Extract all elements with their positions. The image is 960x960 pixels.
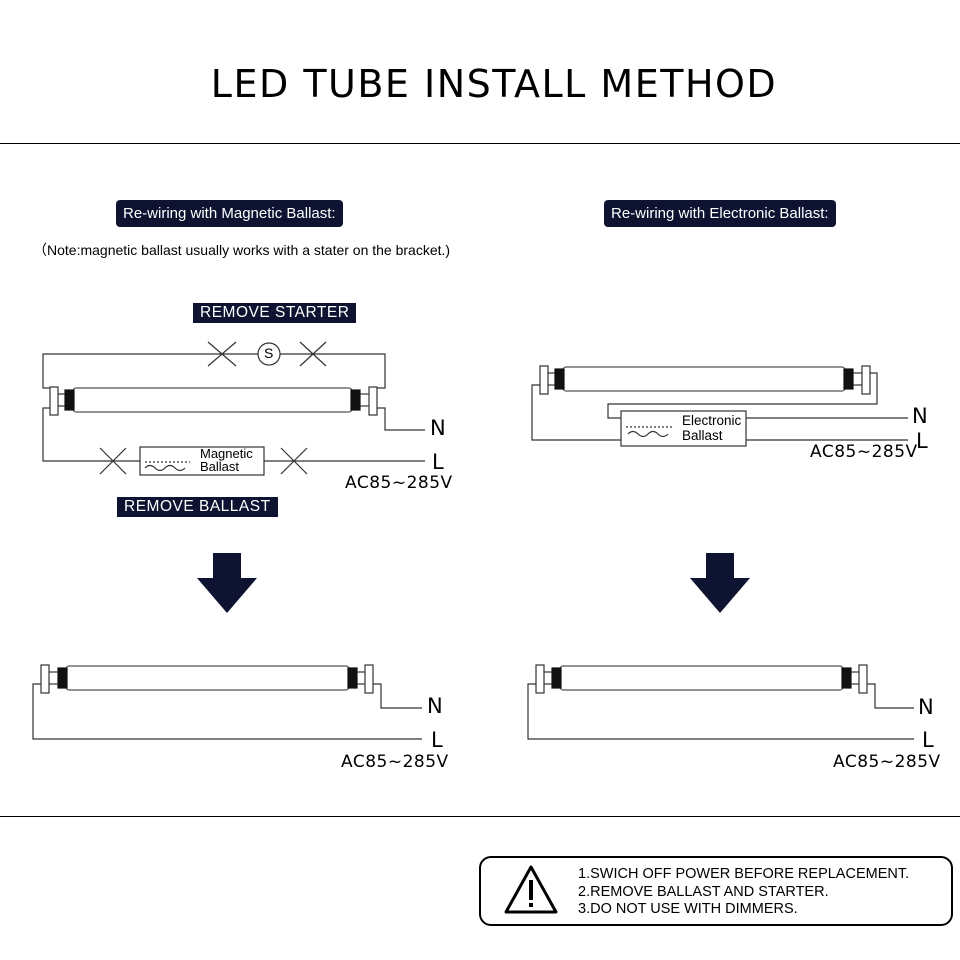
bottom-divider <box>0 816 960 817</box>
socket <box>368 386 378 416</box>
warning-text: 1.SWICH OFF POWER BEFORE REPLACEMENT. 2.… <box>578 866 909 919</box>
socket <box>858 664 868 694</box>
neutral-label: N <box>430 416 446 440</box>
magnetic-ballast-label: Magnetic Ballast <box>200 446 253 474</box>
down-arrow-icon <box>690 553 750 613</box>
end-cap <box>843 368 854 390</box>
neutral-label: N <box>912 404 928 428</box>
warning-box <box>479 856 953 926</box>
end-cap <box>841 667 852 689</box>
socket <box>49 386 59 416</box>
live-label: L <box>431 728 443 752</box>
remove-starter-label: REMOVE STARTER <box>193 303 357 323</box>
remove-ballast-label: REMOVE BALLAST <box>117 497 278 517</box>
warning-line: 1.SWICH OFF POWER BEFORE REPLACEMENT. <box>578 866 910 882</box>
socket <box>40 664 50 694</box>
page-title: LED TUBE INSTALL METHOD <box>210 62 778 106</box>
electronic-ballast-heading: Re-wiring with Electronic Ballast: <box>604 200 836 227</box>
voltage-label: AC85~285V <box>833 752 941 772</box>
electronic-after-diagram <box>527 664 914 740</box>
magnetic-before-diagram <box>42 341 425 476</box>
socket <box>539 365 549 395</box>
magnetic-after-diagram <box>32 664 422 740</box>
electronic-ballast-label: Electronic Ballast <box>682 413 742 443</box>
end-cap <box>554 368 565 390</box>
tube <box>562 366 846 392</box>
socket <box>364 664 374 694</box>
tube <box>72 387 353 413</box>
voltage-label: AC85~285V <box>810 442 918 462</box>
end-cap <box>551 667 562 689</box>
top-divider <box>0 143 960 144</box>
electronic-ballast <box>620 410 747 447</box>
magnetic-ballast-note: （Note:magnetic ballast usually works wit… <box>33 242 451 258</box>
down-arrow-icon <box>197 553 257 613</box>
voltage-label: AC85~285V <box>341 752 449 772</box>
starter-symbol: S <box>264 345 274 361</box>
live-label: L <box>432 450 444 474</box>
voltage-label: AC85~285V <box>345 473 453 493</box>
live-label: L <box>916 429 928 453</box>
warning-line: 3.DO NOT USE WITH DIMMERS. <box>578 901 798 917</box>
end-cap <box>350 389 361 411</box>
magnetic-ballast-heading: Re-wiring with Magnetic Ballast: <box>116 200 343 227</box>
cross-mark-icon <box>99 341 327 475</box>
socket <box>861 365 871 395</box>
end-cap <box>64 389 75 411</box>
warning-line: 2.REMOVE BALLAST AND STARTER. <box>578 883 829 900</box>
socket <box>535 664 545 694</box>
tube <box>559 665 844 691</box>
warning-triangle-icon <box>504 865 558 914</box>
neutral-label: N <box>918 695 934 719</box>
neutral-label: N <box>427 694 443 718</box>
end-cap <box>57 667 68 689</box>
electronic-before-diagram <box>531 365 908 447</box>
live-label: L <box>922 728 934 752</box>
starter <box>257 342 281 366</box>
tube <box>65 665 350 691</box>
end-cap <box>347 667 358 689</box>
